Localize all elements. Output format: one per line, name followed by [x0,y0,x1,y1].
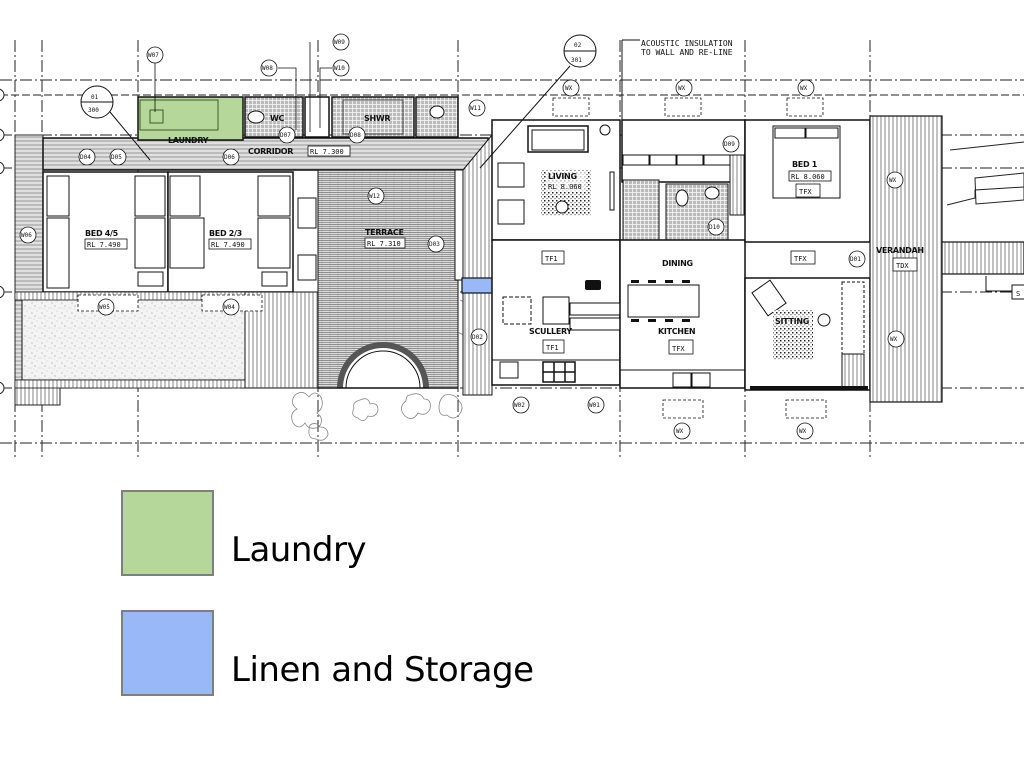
svg-text:D09: D09 [724,141,735,148]
finish-hall: TFX [794,255,807,263]
finish-living: TF1 [545,255,558,263]
shower-room [331,96,415,138]
svg-text:02: 02 [574,42,582,49]
svg-text:01: 01 [91,94,99,101]
svg-text:D08: D08 [350,132,361,139]
svg-text:W12: W12 [369,193,380,200]
courtyard-paving [21,297,248,381]
rl-living: RL 8.060 [548,183,582,191]
rl-bed-1: RL 8.060 [791,173,825,181]
legend-label-laundry: Laundry [231,530,367,570]
rl-bed-2-3: RL 7.490 [211,241,245,249]
svg-text:WX: WX [800,85,808,92]
svg-text:300: 300 [88,107,99,114]
label-bed-2-3: BED 2/3 [209,229,242,238]
label-laundry: LAUNDRY [168,136,209,145]
svg-text:W04: W04 [224,304,235,311]
label-terrace: TERRACE [365,228,404,237]
section-marker-02: 02 301 [479,34,597,169]
svg-text:D04: D04 [80,154,91,161]
svg-text:D03: D03 [429,241,440,248]
label-kitchen: KITCHEN [658,327,695,336]
svg-text:301: 301 [571,57,582,64]
label-bed-1: BED 1 [792,160,818,169]
svg-text:D05: D05 [111,154,122,161]
dining-table [627,284,700,318]
svg-text:D06: D06 [224,154,235,161]
svg-text:W02: W02 [514,402,525,409]
svg-text:TO WALL AND RE-LINE: TO WALL AND RE-LINE [641,48,733,57]
finish-scullery: TF1 [546,344,559,352]
svg-text:D02: D02 [472,334,483,341]
floor-plan: S 01 300 02 301 ACOUSTIC INSULATION TO W… [0,33,1024,460]
linen-storage-swatch [121,610,214,696]
finish-bed-1: TFX [799,188,812,196]
grid-bubbles [0,88,5,395]
legend-item-linen-storage: Linen and Storage [121,610,721,700]
svg-text:W08: W08 [262,65,273,72]
label-living: LIVING [548,172,577,181]
acoustic-note: ACOUSTIC INSULATION TO WALL AND RE-LINE [621,39,733,120]
legend-item-laundry: Laundry [121,490,721,580]
ensuite-tile [622,179,660,241]
svg-text:D07: D07 [280,132,291,139]
section-marker-01: 01 300 [80,85,151,161]
svg-text:WX: WX [890,336,898,343]
svg-text:WX: WX [889,177,897,184]
room-labels: LAUNDRY WC SHWR CORRIDOR RL 7.300 BED 4/… [84,114,924,355]
rl-terrace: RL 7.310 [367,240,401,248]
svg-text:D10: D10 [709,224,720,231]
rl-bed-4-5: RL 7.490 [87,241,121,249]
label-bed-4-5: BED 4/5 [85,229,119,238]
label-wc: WC [270,114,285,123]
label-scullery: SCULLERY [529,327,572,336]
svg-text:W01: W01 [589,402,600,409]
label-shwr: SHWR [364,114,390,123]
label-verandah: VERANDAH [876,246,924,255]
label-corridor: CORRIDOR [248,147,293,156]
svg-text:WX: WX [799,428,807,435]
svg-text:D01: D01 [850,256,861,263]
label-sitting: SITTING [775,317,809,326]
svg-text:W09: W09 [334,39,345,46]
legend-label-linen-storage: Linen and Storage [231,650,534,690]
laundry-room [137,96,244,141]
svg-text:ACOUSTIC INSULATION: ACOUSTIC INSULATION [641,39,733,48]
tag-bubbles [19,33,905,440]
svg-text:W05: W05 [99,304,110,311]
rl-corridor: RL 7.300 [310,148,344,156]
stair-tag: S [1016,290,1020,298]
svg-text:W11: W11 [470,105,481,112]
finish-verandah: TDX [896,262,909,270]
svg-text:WX: WX [676,428,684,435]
tag-texts: W07 W08 W09 W10 W11 D04 D05 D06 D07 D08 … [21,39,898,435]
svg-text:W06: W06 [21,232,32,239]
finish-kitchen: TFX [672,345,685,353]
label-dining: DINING [662,259,693,268]
svg-text:WX: WX [565,85,573,92]
svg-text:W10: W10 [334,65,345,72]
svg-text:W07: W07 [148,52,159,59]
svg-text:WX: WX [678,85,686,92]
laundry-swatch [121,490,214,576]
